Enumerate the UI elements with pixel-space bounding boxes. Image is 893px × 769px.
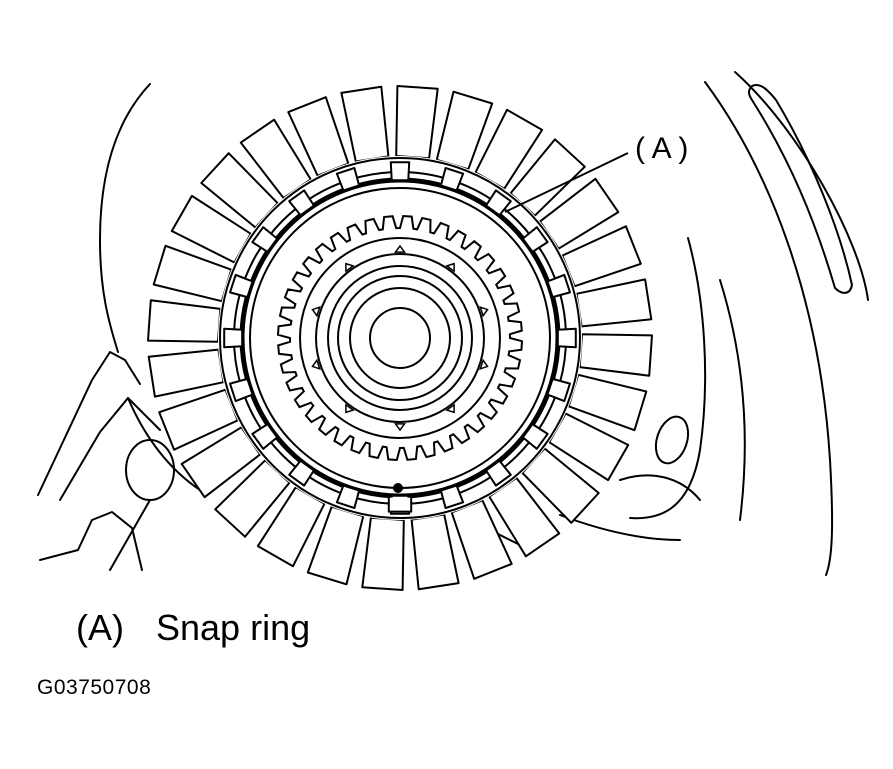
snap-ring-end — [393, 483, 403, 493]
drum-outer-ring — [219, 157, 581, 519]
clutch-plate-tooth — [575, 278, 653, 328]
drum-slot — [389, 161, 411, 182]
clutch-plate-tooth — [361, 516, 405, 591]
clutch-plate-tooth — [340, 85, 390, 163]
legend-caption: (A) Snap ring — [76, 606, 310, 650]
clutch-drum-drawing: ( A ) — [37, 71, 869, 591]
clutch-plate-tooth — [578, 333, 653, 377]
hub-mark — [445, 262, 455, 273]
legend-text: Snap ring — [156, 607, 311, 648]
hub-ring-inner — [327, 265, 473, 411]
drum-slot — [288, 459, 315, 487]
hub-mark — [311, 306, 321, 318]
hub-ring-middle — [315, 253, 485, 423]
drum-slot — [251, 226, 279, 253]
callout-leader-line — [504, 152, 629, 213]
legend-key: (A) — [76, 607, 124, 648]
clutch-plate-tooth — [147, 299, 222, 343]
drum-slot — [251, 423, 279, 450]
clutch-plate-tooth — [395, 85, 439, 160]
hub-mark — [479, 358, 489, 370]
hub-mark — [394, 244, 406, 253]
drum-slot — [288, 189, 315, 217]
drum-slot — [229, 377, 254, 403]
hub-mark — [345, 403, 355, 414]
drum-slot — [546, 273, 571, 299]
callout-label: ( A ) — [635, 132, 688, 165]
clutch-plate-tooth — [147, 348, 225, 398]
hub-bore-outer — [349, 287, 451, 389]
drum-slot — [521, 423, 549, 450]
drum-slot — [521, 226, 549, 253]
drum-slot — [335, 484, 361, 509]
hub-bore — [369, 307, 431, 369]
drum-slot — [229, 273, 254, 299]
drum-slot — [485, 459, 512, 487]
drum-slot — [485, 189, 512, 217]
drum-slot — [556, 327, 577, 349]
figure-id-code: G03750708 — [37, 676, 152, 699]
clutch-plate-tooth — [410, 513, 460, 591]
drum-slot — [335, 167, 361, 192]
hub-mark — [311, 358, 321, 370]
drum-slot — [223, 327, 244, 349]
clutch-pack-illustration: ( A ) — [37, 71, 869, 591]
hub-mark — [345, 262, 355, 273]
clutch-hub — [276, 214, 524, 462]
drum-slot — [439, 167, 465, 192]
snap-ring-gap — [387, 496, 413, 513]
hub-ring-core — [337, 275, 463, 401]
drum-slot — [546, 377, 571, 403]
transmission-case-outline — [37, 71, 869, 576]
hub-ring-outer — [299, 237, 501, 439]
hub-mark — [394, 423, 406, 432]
drum-slot — [439, 484, 465, 509]
hub-mark — [479, 306, 489, 318]
hub-spline-teeth — [276, 214, 524, 462]
hub-mark — [445, 403, 455, 414]
